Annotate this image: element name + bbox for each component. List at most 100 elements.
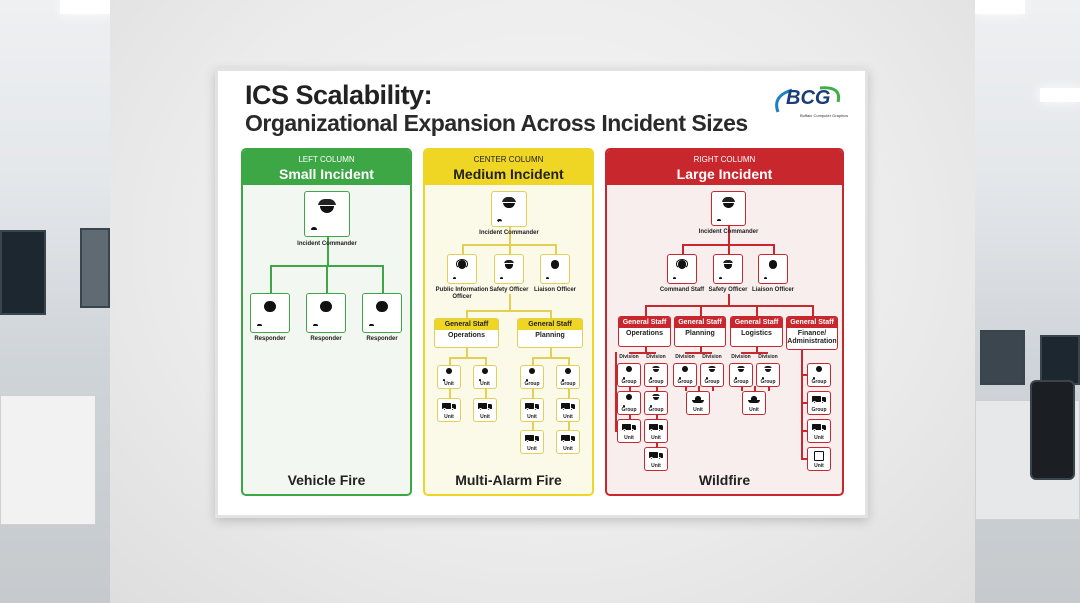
unit-box[interactable]: Group [729, 363, 753, 387]
unit-box[interactable]: Group [807, 363, 831, 387]
responder-box[interactable] [250, 293, 290, 333]
unit-box[interactable]: Unit [644, 419, 668, 443]
unit-box[interactable]: Group [520, 365, 544, 389]
general-staff-header: General Staff [731, 317, 782, 328]
commander-box[interactable]: IC [711, 191, 746, 227]
node-label: Safety Officer [489, 287, 529, 293]
command-staff-box[interactable] [667, 254, 697, 284]
connector-line [682, 244, 684, 254]
person-icon [257, 300, 283, 326]
icon-part [561, 435, 571, 441]
general-staff-header: General Staff [518, 319, 582, 330]
unit-box[interactable]: Group [644, 391, 668, 415]
unit-box[interactable]: Unit [644, 447, 668, 471]
command-staff-box[interactable] [713, 254, 743, 284]
unit-box[interactable]: Unit [520, 398, 544, 422]
panel-title: Small Incident [279, 166, 374, 182]
connector-line [485, 389, 487, 398]
icon-part [622, 377, 626, 379]
icon-part [653, 393, 659, 400]
unit-box[interactable]: Group [556, 365, 580, 389]
icon-part [565, 367, 571, 374]
icon-part [652, 393, 660, 397]
unit-box[interactable]: Group [617, 391, 641, 415]
node-label: Responder [366, 336, 398, 342]
node-label: Unit [480, 380, 490, 387]
icon-part [722, 259, 734, 265]
command-staff-box[interactable] [540, 254, 570, 284]
unit-box[interactable]: Group [644, 363, 668, 387]
command-staff-box[interactable] [494, 254, 524, 284]
icon-part [626, 393, 632, 400]
unit-box[interactable]: Group [807, 391, 831, 415]
unit-box[interactable]: Unit [556, 430, 580, 454]
icon-part [526, 440, 530, 444]
icon-part [487, 404, 492, 409]
unit-box[interactable]: Unit [556, 398, 580, 422]
person-icon [525, 367, 538, 381]
unit-box[interactable]: Unit [807, 447, 831, 471]
command-staff-box[interactable] [447, 254, 477, 284]
boat-icon [747, 393, 760, 406]
icon-part [450, 408, 454, 412]
connector-line [768, 386, 770, 391]
unit-box[interactable]: Unit [686, 391, 710, 415]
commander-box[interactable]: IC [304, 191, 350, 237]
unit-box[interactable]: Group [617, 363, 641, 387]
unit-box[interactable]: Unit [473, 398, 497, 422]
connector-line [449, 357, 485, 359]
division-label: Division [619, 354, 639, 360]
general-staff-section: Finance/ Administration [787, 330, 837, 345]
connector-line [728, 244, 730, 254]
office-monitor [1040, 335, 1080, 385]
unit-box[interactable]: Group [700, 363, 724, 387]
node-label: Group [621, 378, 637, 385]
poster-subtitle: Organizational Expansion Across Incident… [245, 110, 748, 136]
panel-title: Medium Incident [453, 166, 564, 182]
connector-line [532, 357, 568, 359]
unit-box[interactable]: Unit [437, 365, 461, 389]
ceiling-light [975, 0, 1025, 14]
unit-box[interactable]: Unit [473, 365, 497, 389]
connector-line [449, 389, 451, 398]
icon-part [529, 367, 535, 374]
unit-box[interactable]: Group [673, 363, 697, 387]
unit-box[interactable]: Unit [520, 430, 544, 454]
icon-part [650, 429, 654, 433]
commander-box[interactable]: IC [491, 191, 527, 227]
unit-box[interactable]: Group [756, 363, 780, 387]
node-label: Responder [310, 336, 342, 342]
person-icon [622, 393, 635, 407]
icon-part [499, 276, 504, 279]
truck-icon [561, 400, 575, 413]
node-label: Unit [563, 445, 573, 452]
panel-footer: Wildfire [698, 472, 751, 488]
icon-part [320, 301, 332, 313]
responder-box[interactable] [362, 293, 402, 333]
icon-part [525, 435, 535, 441]
node-label: Group [648, 378, 664, 385]
icon-part [649, 452, 659, 458]
node-label: Group [621, 406, 637, 413]
helmet-person-icon [734, 365, 747, 379]
icon-part [737, 365, 745, 369]
unit-box[interactable]: Unit [807, 419, 831, 443]
helmet-person-icon [649, 393, 662, 407]
truck-icon [442, 400, 456, 413]
responder-box[interactable] [306, 293, 346, 333]
unit-box[interactable]: Unit [437, 398, 461, 422]
icon-part [813, 401, 817, 405]
unit-box[interactable]: Unit [617, 419, 641, 443]
unit-box[interactable]: Unit [742, 391, 766, 415]
office-monitor [0, 230, 46, 315]
command-staff-box[interactable] [758, 254, 788, 284]
connector-line [466, 310, 550, 312]
